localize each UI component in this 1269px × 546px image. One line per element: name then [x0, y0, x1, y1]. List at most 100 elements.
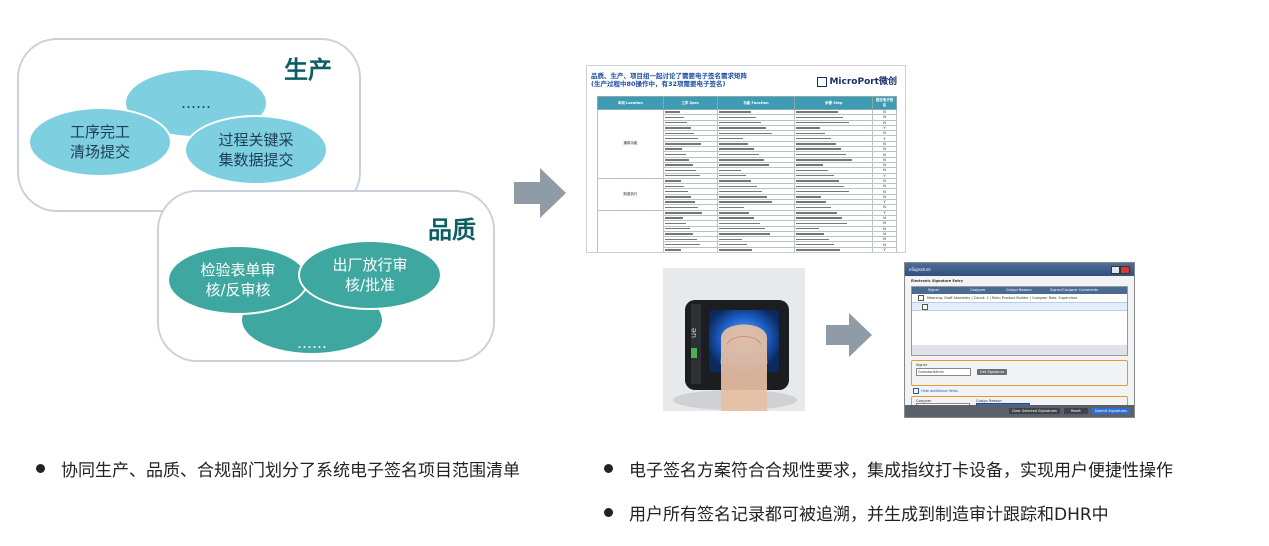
arrow-right-icon — [826, 313, 872, 357]
cell-text-placeholder — [718, 185, 757, 188]
cell-text-placeholder — [718, 132, 772, 135]
cell-text-placeholder — [796, 111, 839, 113]
cell-text-placeholder — [796, 217, 842, 219]
cell-text-placeholder — [718, 148, 754, 150]
matrix-row: N — [598, 204, 897, 211]
expand-icon[interactable] — [918, 295, 924, 301]
submit-signatures-button[interactable]: Submit Signatures — [1091, 408, 1130, 414]
cell-text-placeholder — [718, 153, 759, 156]
bubble-label: 检验表单审 核/反审核 — [200, 261, 276, 299]
cell-text-placeholder — [796, 180, 839, 182]
cell-text-placeholder — [718, 222, 760, 225]
cell-text-placeholder — [664, 201, 695, 203]
cell-text-placeholder — [796, 159, 852, 161]
fingerprint-scanner-photo: ue — [663, 268, 805, 411]
cell-text-placeholder — [664, 180, 681, 182]
logo-mark-icon — [817, 76, 828, 87]
matrix-row: 质检放行Y — [597, 209, 897, 252]
cell-text-placeholder — [718, 169, 741, 172]
cell-text-placeholder — [718, 206, 744, 209]
cell-text-placeholder — [718, 190, 762, 193]
signature-row[interactable] — [912, 302, 1127, 311]
cell-text-placeholder — [664, 121, 688, 124]
cell-text-placeholder — [718, 121, 762, 124]
matrix-row: N — [598, 183, 897, 190]
cell-text-placeholder — [796, 185, 845, 188]
matrix-title-line1: 品质、生产、项目组一起讨论了需要电子签名需求矩阵 — [591, 72, 747, 80]
matrix-row: Y — [598, 172, 897, 179]
cell-text-placeholder — [796, 222, 848, 225]
row-checkbox[interactable] — [922, 303, 928, 310]
bubble-label: 过程关键采 集数据提交 — [218, 131, 294, 169]
cell-text-placeholder — [664, 164, 693, 166]
matrix-group-cell: 质检放行 — [597, 209, 664, 252]
cell-text-placeholder — [664, 222, 687, 225]
signer-row: CamstarAdmin Get Signature — [916, 368, 1123, 376]
cell-text-placeholder — [718, 212, 750, 214]
reset-button[interactable]: Reset — [1063, 408, 1088, 414]
bullet-dot-icon — [36, 464, 45, 473]
cell-text-placeholder — [718, 180, 752, 182]
cell-text-placeholder — [718, 137, 744, 140]
bullet-text: 协同生产、品质、合规部门划分了系统电子签名项目范围清单 — [61, 461, 520, 481]
production-bubble-data: 过程关键采 集数据提交 — [184, 115, 328, 185]
matrix-title-line2: (生产过程中80操作中，有32项需要电子签名) — [591, 80, 726, 88]
cell-text-placeholder — [796, 143, 836, 145]
matrix-table: 车间 Location 工序 Spec 功能 Function 步骤 Step … — [597, 96, 897, 252]
clear-selected-signatures-button[interactable]: Clear Selected Signatures — [1008, 408, 1060, 414]
cell-text-placeholder — [664, 238, 697, 241]
cell-text-placeholder — [796, 196, 821, 198]
signature-grid: Signer Cosigner Cosign Reason Signer/Cos… — [911, 286, 1128, 356]
cell-text-placeholder — [796, 201, 827, 203]
dialog-footer: Clear Selected Signatures Reset Submit S… — [905, 405, 1134, 417]
signer-label: Signer — [916, 363, 928, 367]
grid-header: Signer Cosigner Cosign Reason Signer/Cos… — [912, 287, 1127, 294]
cell-text-placeholder — [796, 164, 824, 166]
signature-matrix-document: 品质、生产、项目组一起讨论了需要电子签名需求矩阵 (生产过程中80操作中，有32… — [586, 65, 906, 253]
cell-text-placeholder — [664, 227, 690, 230]
matrix-row: N — [598, 114, 897, 121]
signer-input[interactable]: CamstarAdmin — [916, 368, 971, 376]
cell-text-placeholder — [664, 111, 680, 113]
matrix-header: 工序 Spec — [662, 96, 718, 110]
cell-text-placeholder — [664, 233, 694, 235]
production-bubble-completion: 工序完工 清场提交 — [28, 107, 172, 177]
cell-text-placeholder — [664, 185, 685, 188]
cell-text-placeholder — [664, 174, 700, 177]
cell-text-placeholder — [664, 190, 688, 193]
close-icon[interactable] — [1120, 266, 1130, 274]
hide-additional-fields-link[interactable]: Hide additional fields — [913, 388, 1126, 394]
cell-text-placeholder — [664, 159, 690, 161]
section-title: Electronic Signature Entry — [911, 279, 963, 283]
cell-text-placeholder — [718, 217, 755, 219]
matrix-title: 品质、生产、项目组一起讨论了需要电子签名需求矩阵 (生产过程中80操作中，有32… — [591, 72, 747, 88]
cell-text-placeholder — [796, 227, 819, 230]
get-signature-button[interactable]: Get Signature — [977, 369, 1008, 375]
microport-logo: MicroPort微创 — [817, 74, 897, 87]
cell-text-placeholder — [718, 196, 768, 198]
matrix-group-cell: 制造执行 — [597, 177, 664, 211]
column-header: Cosigner — [970, 288, 986, 292]
cell-text-placeholder — [718, 127, 767, 129]
cell-text-placeholder — [718, 111, 751, 113]
hide-fields-label: Hide additional fields — [921, 389, 958, 393]
svg-text:ue: ue — [689, 328, 698, 338]
cell-text-placeholder — [718, 159, 765, 161]
cell-text-placeholder — [664, 132, 695, 135]
cell-text-placeholder — [796, 206, 832, 209]
cell-text-placeholder — [664, 143, 702, 145]
cell-text-placeholder — [664, 169, 697, 172]
column-header: Cosign Reason — [1006, 288, 1032, 292]
cell-text-placeholder — [796, 190, 850, 193]
bubble-label: 工序完工 清场提交 — [69, 123, 130, 161]
minimize-icon[interactable] — [1111, 266, 1120, 274]
grid-footer — [912, 345, 1127, 355]
cell-text-placeholder — [664, 148, 683, 150]
column-header: Signer — [928, 288, 940, 292]
arrow-right-icon — [514, 168, 566, 218]
cell-text-placeholder — [796, 169, 829, 172]
cell-text-placeholder — [796, 127, 821, 129]
bullet-traceability: 用户所有签名记录都可被追溯，并生成到制造审计跟踪和DHR中 — [604, 500, 1109, 525]
bullet-scope: 协同生产、品质、合规部门划分了系统电子签名项目范围清单 — [36, 456, 520, 481]
bullet-dot-icon — [604, 508, 613, 517]
